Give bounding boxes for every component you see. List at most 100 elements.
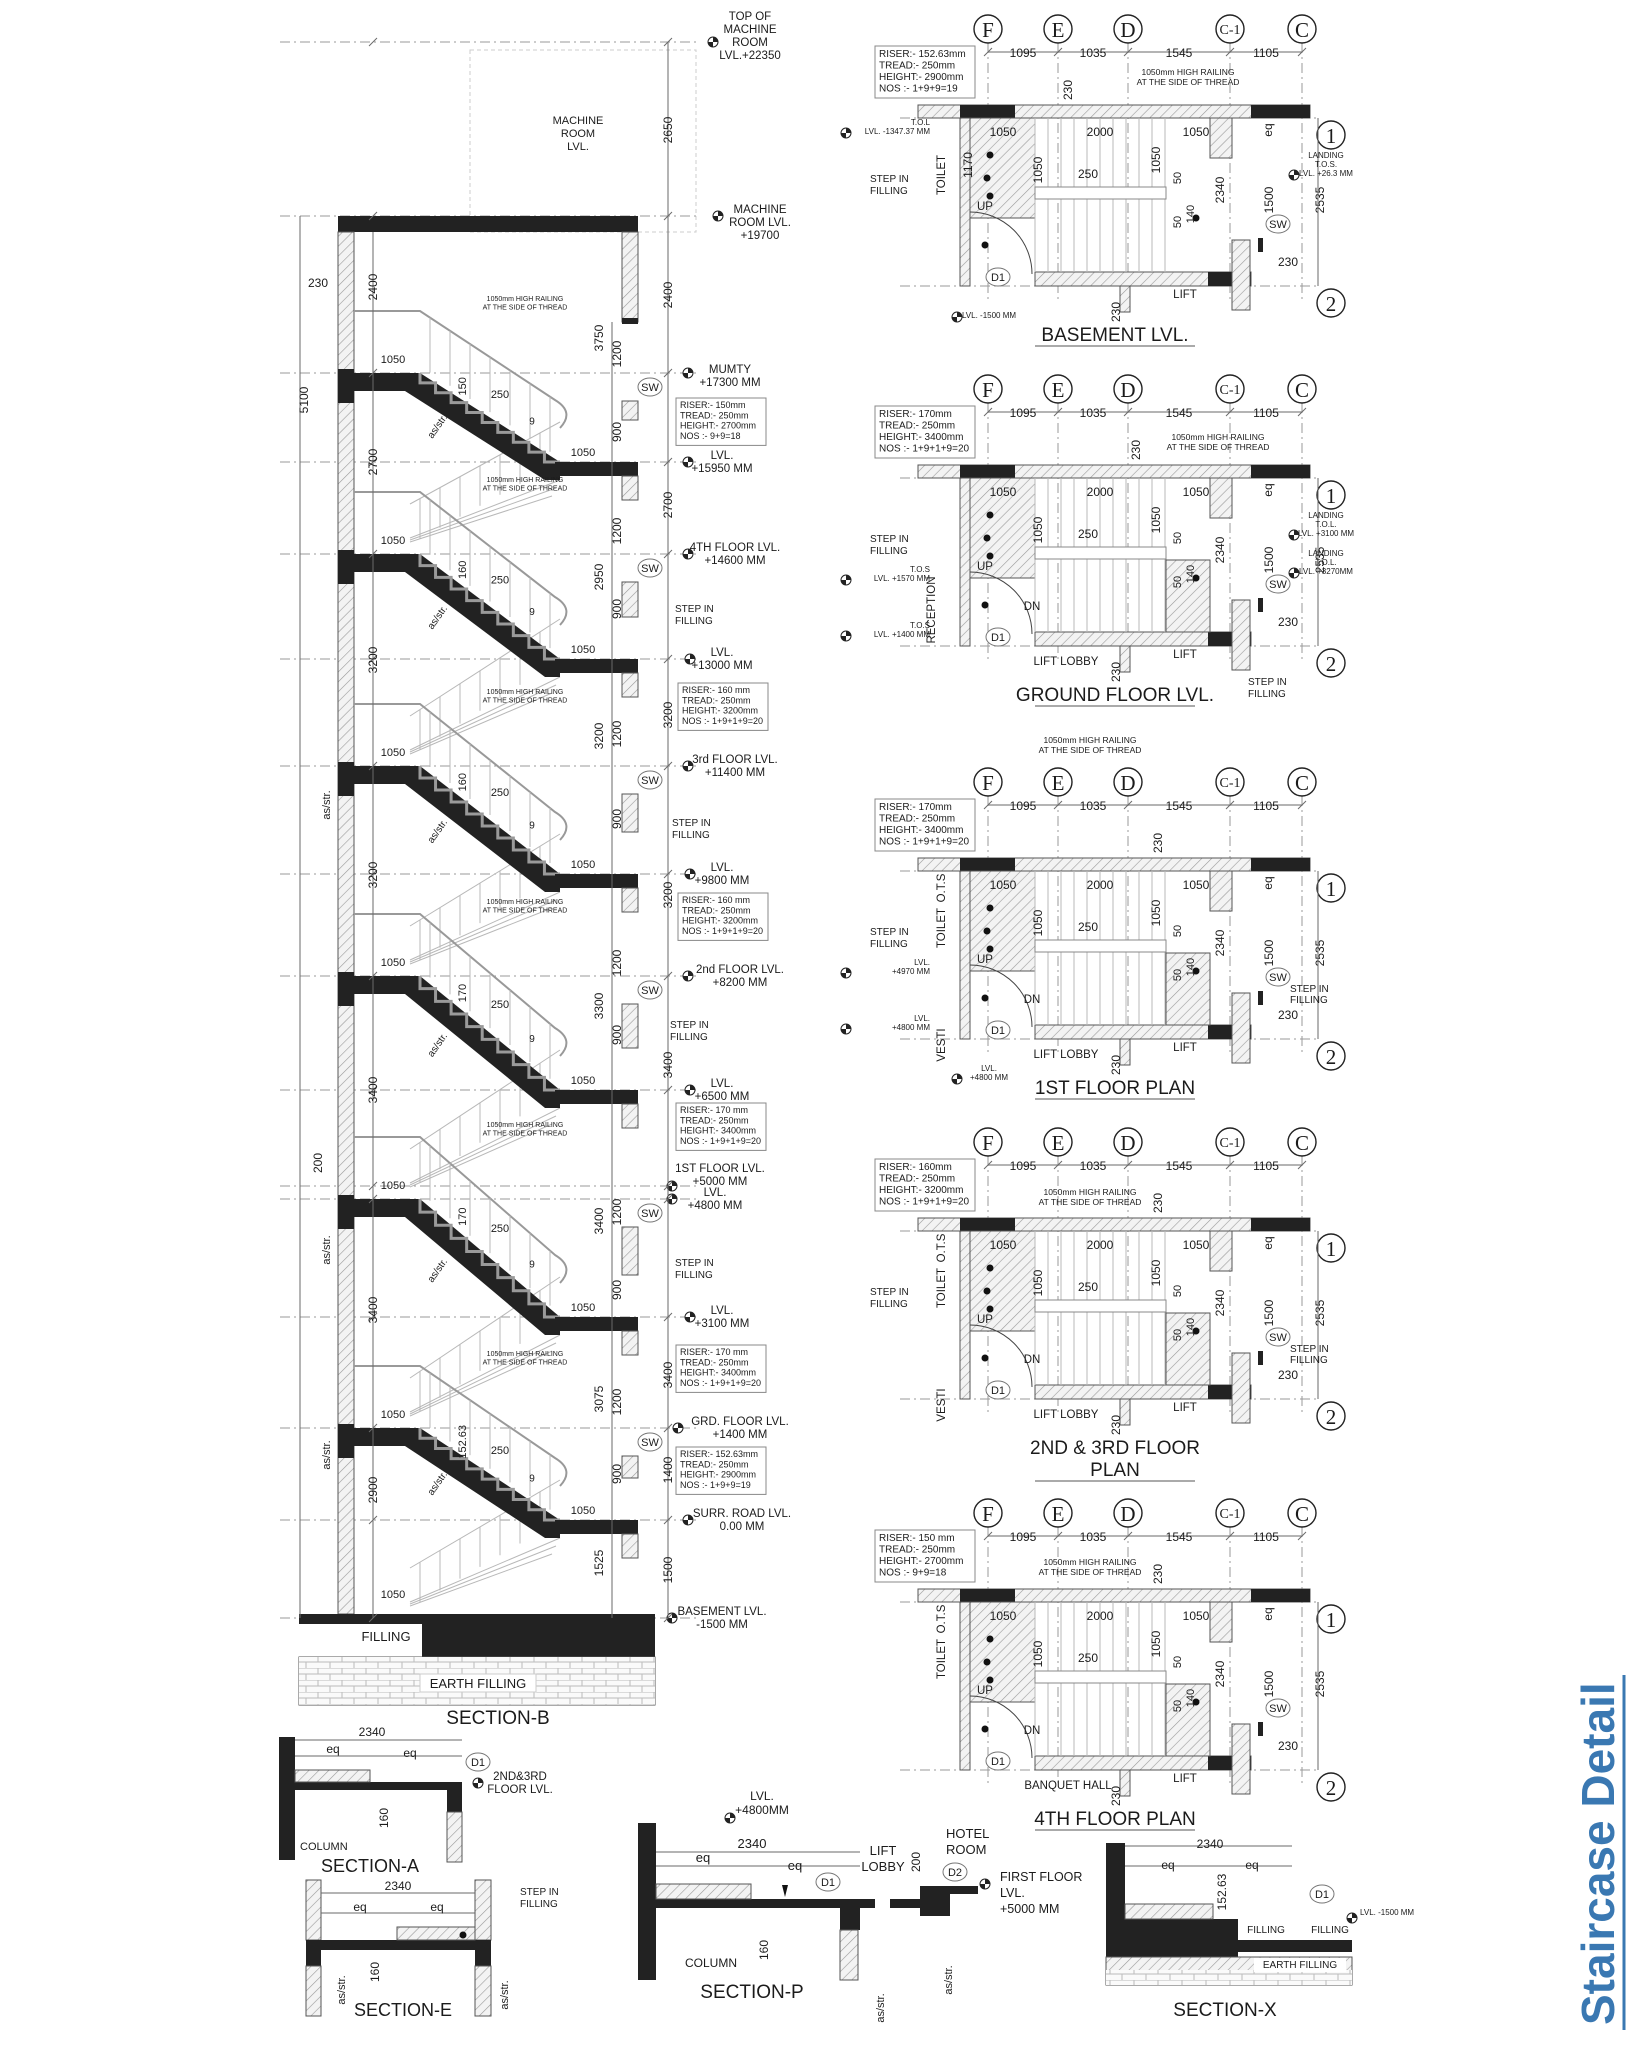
level-marker-quadrant xyxy=(688,457,693,462)
dimension-tick xyxy=(368,368,378,378)
grid-column-label: F xyxy=(982,18,994,42)
level-callout: LVL. +26.3 MM xyxy=(1299,169,1353,178)
width-dimension: 2340 xyxy=(385,1879,412,1893)
riser-dimension: 160 xyxy=(457,561,469,579)
dimension-tick xyxy=(1297,1160,1307,1170)
dimension-tick xyxy=(983,47,993,57)
grid-bubble xyxy=(1215,767,1245,797)
level-marker-quadrant xyxy=(473,1783,478,1788)
dimension: 230 xyxy=(1109,1786,1123,1806)
landing-left xyxy=(969,117,1036,219)
level-point-dot xyxy=(986,945,994,953)
level-label: +8200 MM xyxy=(713,977,768,989)
sheet-title-block: Staircase Detail xyxy=(1572,1675,1626,2030)
riser-dimension: 152.63 xyxy=(457,1425,469,1459)
ghost-handrail xyxy=(409,1479,561,1569)
level-marker-quadrant xyxy=(1352,1913,1357,1918)
floor-landing-slab xyxy=(354,373,410,391)
handrail xyxy=(354,310,568,429)
door-tag: D1 xyxy=(821,1877,835,1889)
plan-title: GROUND FLOOR LVL. xyxy=(1016,685,1214,706)
grid-column-label: E xyxy=(1052,18,1065,42)
grid-column-label: F xyxy=(982,1131,994,1155)
dimension: 230 xyxy=(1278,255,1298,269)
grid-bubble xyxy=(1043,767,1073,797)
dimension: 900 xyxy=(610,1025,624,1045)
step-in-filling-label: STEP IN xyxy=(870,1287,909,1298)
level-marker-icon xyxy=(724,1812,736,1824)
level-point-dot xyxy=(986,1305,994,1313)
step-in-filling-label: STEP IN xyxy=(870,534,909,545)
level-marker-quadrant xyxy=(683,1520,688,1525)
dimension: 1200 xyxy=(610,1198,624,1225)
dimension: 3075 xyxy=(592,1385,606,1412)
ghost-flight-line xyxy=(409,1123,553,1188)
dimension: 230 xyxy=(1278,1368,1298,1382)
step-in-filling-label: FILLING xyxy=(870,546,908,557)
dimension: 1050 xyxy=(1149,146,1163,173)
landing-top-dimension: 1050 xyxy=(381,747,405,759)
sw-label: SW xyxy=(641,1208,659,1220)
level-label: +5000 MM xyxy=(693,1176,748,1188)
riser-note: RISER:- 152.63mm xyxy=(680,1449,758,1459)
toilet-label: TOILET xyxy=(936,908,948,948)
wall-pier xyxy=(1231,599,1251,671)
dimension: 1500 xyxy=(1262,546,1276,573)
ghost-flight-line xyxy=(409,1107,561,1184)
riser-note: TREAD:- 250mm xyxy=(879,61,955,72)
sw-label: SW xyxy=(1269,1332,1287,1344)
door-tag-bubble xyxy=(985,627,1011,647)
ghost-flight-line xyxy=(409,487,557,541)
level-marker-quadrant xyxy=(690,654,695,659)
grid-column-label: C-1 xyxy=(1220,383,1241,398)
eq-dimension: eq xyxy=(1161,1858,1174,1872)
mid-landing-slab xyxy=(555,1317,638,1331)
sw-label-bubble xyxy=(1265,1698,1291,1718)
level-marker-quadrant xyxy=(688,368,693,373)
dimension-tick xyxy=(1123,800,1133,810)
riser-note: NOS :- 1+9+9=19 xyxy=(879,84,958,95)
level-marker-quadrant xyxy=(708,42,713,47)
grid-column-label: D xyxy=(1120,18,1135,42)
riser-note: NOS :- 9+9=18 xyxy=(680,431,741,441)
dimension-tick xyxy=(663,211,673,221)
dimension-tick xyxy=(368,211,378,221)
level-marker-icon xyxy=(951,1073,963,1085)
handrail-well xyxy=(1034,939,1167,953)
step-in-filling-label: STEP IN xyxy=(670,1020,709,1031)
step-in-filling-label: STEP IN xyxy=(870,927,909,938)
level-marker-icon xyxy=(1346,1912,1358,1924)
dimension-tick xyxy=(368,1613,378,1623)
toilet-label: TOILET xyxy=(936,1639,948,1679)
level-marker-icon xyxy=(682,1514,694,1526)
floor-landing-slab xyxy=(354,976,410,994)
grid-row-label: 2 xyxy=(1326,1045,1337,1069)
level-point-dot xyxy=(1192,967,1200,975)
level-label: +1400 MM xyxy=(713,1429,768,1441)
level-label: LVL. xyxy=(704,1187,727,1199)
level-point-dot xyxy=(981,601,989,609)
dimension: 1525 xyxy=(592,1549,606,1576)
dimension: 900 xyxy=(610,1464,624,1484)
sw-marker xyxy=(1258,1351,1263,1365)
railing-note: 1050mm HIGH RAILING xyxy=(1043,1557,1136,1567)
handrail-well xyxy=(1034,546,1167,560)
as-str-label: as/str. xyxy=(426,604,450,632)
dimension-tick xyxy=(1297,47,1307,57)
level-marker-icon xyxy=(707,36,719,48)
railing-note: 1050mm HIGH RAILING xyxy=(1043,735,1136,745)
eq-dimension: eq xyxy=(326,1742,339,1756)
level-marker-icon xyxy=(684,868,696,880)
toilet-label: TOILET xyxy=(936,1268,948,1308)
dimension: 140 xyxy=(1185,958,1197,976)
dimension-tick xyxy=(368,761,378,771)
level-point-dot xyxy=(1192,1698,1200,1706)
column xyxy=(960,105,1015,118)
handrail-well xyxy=(1034,1299,1167,1313)
dimension-tick xyxy=(1225,407,1235,417)
reception-label: RECEPTION xyxy=(926,576,938,643)
railing-note: 1050mm HIGH RAILING xyxy=(487,1351,564,1358)
column xyxy=(1251,105,1310,118)
